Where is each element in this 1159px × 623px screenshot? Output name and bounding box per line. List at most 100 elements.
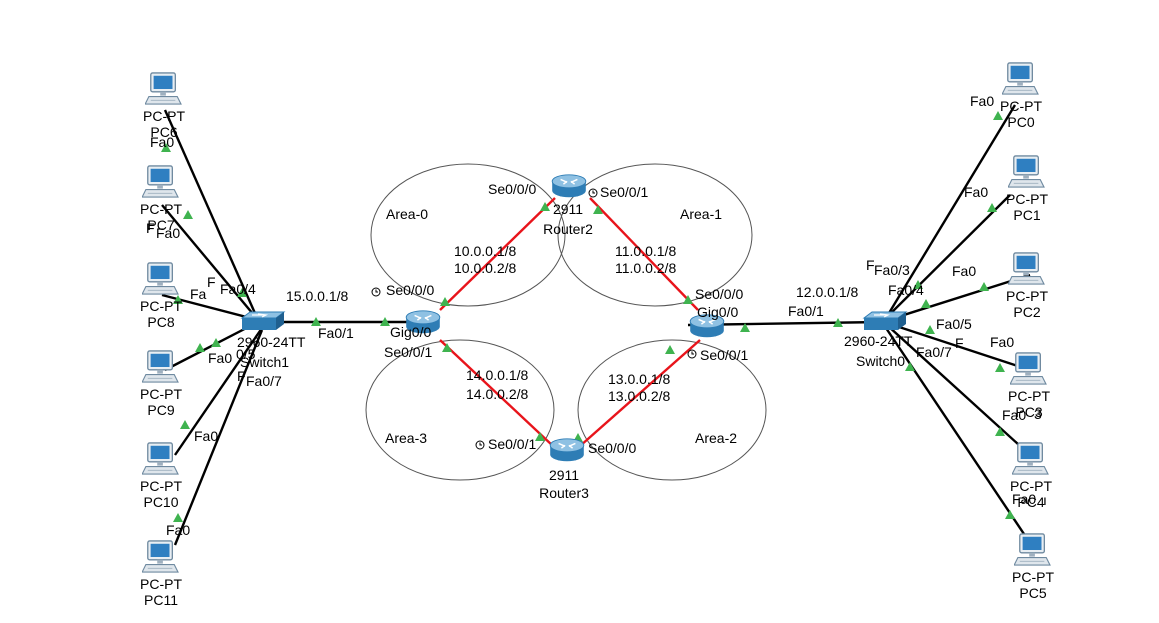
area-circle-area-2 xyxy=(577,339,767,481)
port-up-indicator xyxy=(237,288,247,297)
port-up-indicator xyxy=(833,318,843,327)
interface-label-sw1-fa01: Fa0/1 xyxy=(318,325,354,341)
clock-icon xyxy=(371,287,381,297)
devices xyxy=(142,62,1051,573)
pc-pc11[interactable] xyxy=(142,540,179,573)
pc-pc8[interactable] xyxy=(142,262,179,295)
pc-pc6[interactable] xyxy=(145,72,182,105)
port-up-indicator xyxy=(211,338,221,347)
pc-icon xyxy=(1008,155,1045,188)
pc-fa0-label: Fa0 xyxy=(194,428,218,444)
pc-type-label: PC-PT xyxy=(1008,388,1050,404)
pc-icon xyxy=(142,262,179,295)
port-up-indicator xyxy=(195,343,205,352)
pc-fa0-label: Fa0 xyxy=(990,334,1014,350)
clock-icon xyxy=(588,188,598,198)
pc-icon xyxy=(145,72,182,105)
ethernet-link xyxy=(884,104,1017,319)
interface-label-sw0-fa07: Fa0/7 xyxy=(916,344,952,360)
pc-type-label: PC-PT xyxy=(1006,191,1048,207)
interface-label-sw1-fa04: Fa0/4 xyxy=(220,281,256,297)
port-up-indicator xyxy=(183,210,193,219)
interface-label-r1-se001: Se0/0/1 xyxy=(700,347,748,363)
serial-link xyxy=(439,339,554,447)
area-label-area-2: Area-2 xyxy=(695,430,737,446)
interface-label-r0-se000: Se0/0/0 xyxy=(386,282,434,298)
ethernet-link xyxy=(885,194,1011,319)
port-up-indicator xyxy=(1005,510,1015,519)
pc-name-label: PC2 xyxy=(1013,304,1040,320)
area-label-area-1: Area-1 xyxy=(680,206,722,222)
overlap-fragment-label: F xyxy=(866,257,875,273)
router3-model-label: 2911 xyxy=(549,467,579,483)
pc-type-label: PC-PT xyxy=(143,108,185,124)
overlap-fragment-label: ı xyxy=(1043,492,1047,508)
pc-name-label: PC11 xyxy=(144,592,178,608)
port-up-indicator xyxy=(535,432,545,441)
port-up-indicator xyxy=(442,343,452,352)
switch-icon xyxy=(863,311,907,331)
pc-name-label: PC10 xyxy=(143,494,178,510)
pc-icon xyxy=(142,442,179,475)
switch1-model-label: 2960-24TT xyxy=(237,334,306,350)
pc-pc4[interactable] xyxy=(1012,442,1049,475)
pc-name-label: PC3 xyxy=(1015,404,1042,420)
port-up-indicator xyxy=(173,295,183,304)
pc-pc5[interactable] xyxy=(1014,533,1051,566)
area-circle-area-3 xyxy=(365,339,555,481)
network-address-label: 11.0.0.1/8 xyxy=(615,243,676,259)
port-up-indicator xyxy=(987,203,997,212)
port-up-indicator xyxy=(740,323,750,332)
pc-fa0-label: Fa0 xyxy=(208,350,232,366)
switch-switch0[interactable] xyxy=(863,311,907,331)
interface-label-r0-se001: Se0/0/1 xyxy=(384,344,432,360)
pc-pc10[interactable] xyxy=(142,442,179,475)
pc-pc9[interactable] xyxy=(142,350,179,383)
network-address-label: 15.0.0.1/8 xyxy=(286,288,348,304)
clock-icon xyxy=(687,349,697,359)
pc-name-label: PC9 xyxy=(147,402,174,418)
pc-fa0-label: Fa0 xyxy=(1002,407,1026,423)
ethernet-link xyxy=(173,329,264,546)
pc-type-label: PC-PT xyxy=(1000,98,1042,114)
network-address-label: 12.0.0.1/8 xyxy=(796,284,858,300)
router-icon xyxy=(551,174,587,198)
switch-switch1[interactable] xyxy=(241,311,285,331)
interface-label-r3-se001: Se0/0/1 xyxy=(488,436,536,452)
pc-pc1[interactable] xyxy=(1008,155,1045,188)
interface-label-r0-gig00: Gig0/0 xyxy=(390,324,431,340)
interface-label-r3-se000: Se0/0/0 xyxy=(588,440,636,456)
port-up-indicator xyxy=(995,363,1005,372)
overlap-fragment-label: F xyxy=(237,368,246,384)
port-up-indicator xyxy=(173,513,183,522)
pc-icon xyxy=(142,540,179,573)
area-label-area-3: Area-3 xyxy=(385,430,427,446)
pc-name-label: PC7 xyxy=(147,217,174,233)
pc-pc7[interactable] xyxy=(142,165,179,198)
router-router2[interactable] xyxy=(551,174,587,198)
pc-type-label: PC-PT xyxy=(1010,478,1052,494)
pc-name-label: PC1 xyxy=(1013,207,1040,223)
ospf-areas xyxy=(365,163,767,481)
pc-name-label: PC6 xyxy=(150,124,177,140)
overlap-fragment-label: F xyxy=(207,274,216,290)
pc-pc3[interactable] xyxy=(1010,352,1047,385)
network-address-label: 10.0.0.1/8 xyxy=(454,243,516,259)
pc-fa0-label: Fa0 xyxy=(156,225,180,241)
area-circle-area-1 xyxy=(557,163,753,307)
interface-label-sw0-fa03: Fa0/3 xyxy=(874,262,910,278)
port-up-indicator xyxy=(540,202,550,211)
pc-icon xyxy=(142,165,179,198)
port-up-indicator xyxy=(161,143,171,152)
ethernet-link xyxy=(163,109,260,321)
interface-label-sw0-fa01: Fa0/1 xyxy=(788,303,824,319)
port-up-indicator xyxy=(995,427,1005,436)
port-up-indicator xyxy=(380,317,390,326)
router-router3[interactable] xyxy=(549,438,585,462)
pc-icon xyxy=(142,350,179,383)
labels: PC-PTPC6PC-PTPC7PC-PTPC8PC-PTPC9PC-PTPC1… xyxy=(140,93,1054,608)
pc-pc0[interactable] xyxy=(1002,62,1039,95)
pc-pc2[interactable] xyxy=(1008,252,1045,285)
network-address-label: 10.0.0.2/8 xyxy=(454,260,516,276)
